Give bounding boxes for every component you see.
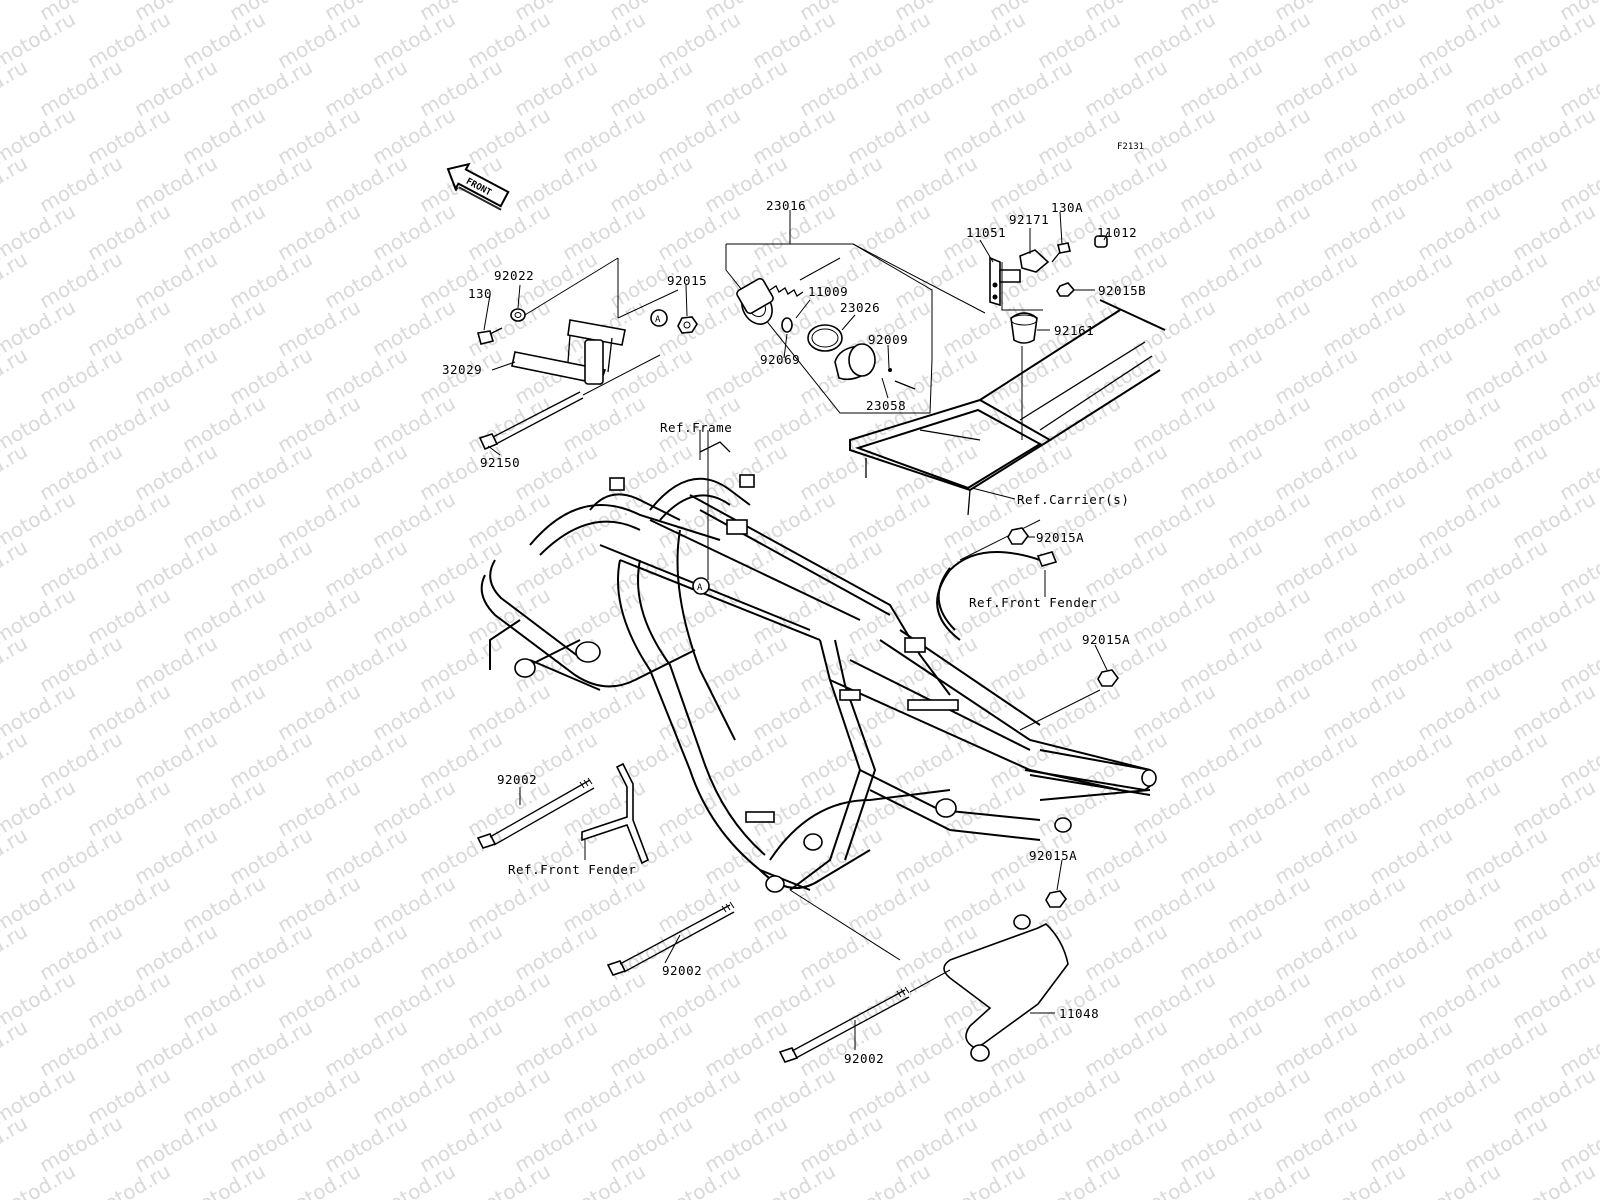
label-92002-1: 92002: [497, 772, 537, 787]
label-92015A-1: 92015A: [1036, 530, 1084, 545]
bolt-92150-drawing: [478, 354, 661, 451]
label-92015A-2: 92015A: [1082, 632, 1130, 647]
washer-92022-drawing: [510, 308, 526, 322]
ref-marker-a-frame-label: A: [697, 583, 703, 593]
front-arrow-icon: FRONT: [446, 162, 510, 211]
front-fender-bracket-right-drawing: [936, 551, 1058, 641]
nut-92015-drawing: [677, 316, 698, 334]
label-32029: 32029: [442, 362, 482, 377]
label-130A: 130A: [1051, 200, 1083, 215]
ref-marker-a-top-label: A: [655, 315, 661, 325]
label-ref-frame: Ref.Frame: [660, 420, 732, 435]
bolt-92002-3-drawing: [778, 969, 951, 1063]
bolt-92002-1-drawing: [476, 777, 595, 849]
label-11051: 11051: [966, 225, 1006, 240]
label-92171: 92171: [1009, 212, 1049, 227]
label-92150: 92150: [480, 455, 520, 470]
label-92015: 92015: [667, 273, 707, 288]
label-23016: 23016: [766, 198, 806, 213]
label-ref-front-fender-1: Ref.Front Fender: [969, 595, 1097, 610]
main-frame-drawing: [480, 430, 1157, 961]
bracket-11051-drawing: [989, 256, 1043, 311]
front-fender-bracket-left-drawing: [581, 762, 650, 865]
part-labels: 23016 92171 130A 11051 11012 92015B 9216…: [442, 198, 1146, 1066]
nut-92015B-drawing: [1056, 282, 1076, 297]
label-23058: 23058: [866, 398, 906, 413]
carrier-drawing: [849, 299, 1166, 516]
bolt-92002-2-drawing: [606, 901, 735, 976]
collar-11012-drawing: [1094, 235, 1108, 248]
label-92002-3: 92002: [844, 1051, 884, 1066]
label-11012: 11012: [1097, 225, 1137, 240]
leader-lines: [483, 210, 1109, 1050]
label-130: 130: [468, 286, 492, 301]
figure-code: F2131: [1117, 142, 1144, 152]
label-92015A-3: 92015A: [1029, 848, 1077, 863]
nut-92015A-1-drawing: [1007, 527, 1029, 545]
nut-92015A-2-drawing: [1097, 669, 1119, 687]
nut-92015A-3-drawing: [1045, 890, 1067, 908]
ref-marker-a-top: A: [650, 309, 668, 327]
label-ref-carrier: Ref.Carrier(s): [1017, 492, 1129, 507]
label-92002-2: 92002: [662, 963, 702, 978]
bracket-11048-drawing: [943, 914, 1069, 1062]
label-92069: 92069: [760, 352, 800, 367]
bolt-130A-drawing: [1051, 242, 1071, 263]
label-92022: 92022: [494, 268, 534, 283]
light-assembly-23016-drawing: [725, 243, 986, 414]
label-92015B: 92015B: [1098, 283, 1146, 298]
label-ref-front-fender-2: Ref.Front Fender: [508, 862, 636, 877]
label-92161: 92161: [1054, 323, 1094, 338]
label-11009: 11009: [808, 284, 848, 299]
label-11048: 11048: [1059, 1006, 1099, 1021]
label-23026: 23026: [840, 300, 880, 315]
ref-marker-a-frame: A: [692, 577, 710, 595]
clamp-92171-drawing: [1019, 249, 1050, 273]
label-92009: 92009: [868, 332, 908, 347]
bolt-130-drawing: [476, 327, 503, 345]
bracket-32029-drawing: [511, 257, 679, 385]
